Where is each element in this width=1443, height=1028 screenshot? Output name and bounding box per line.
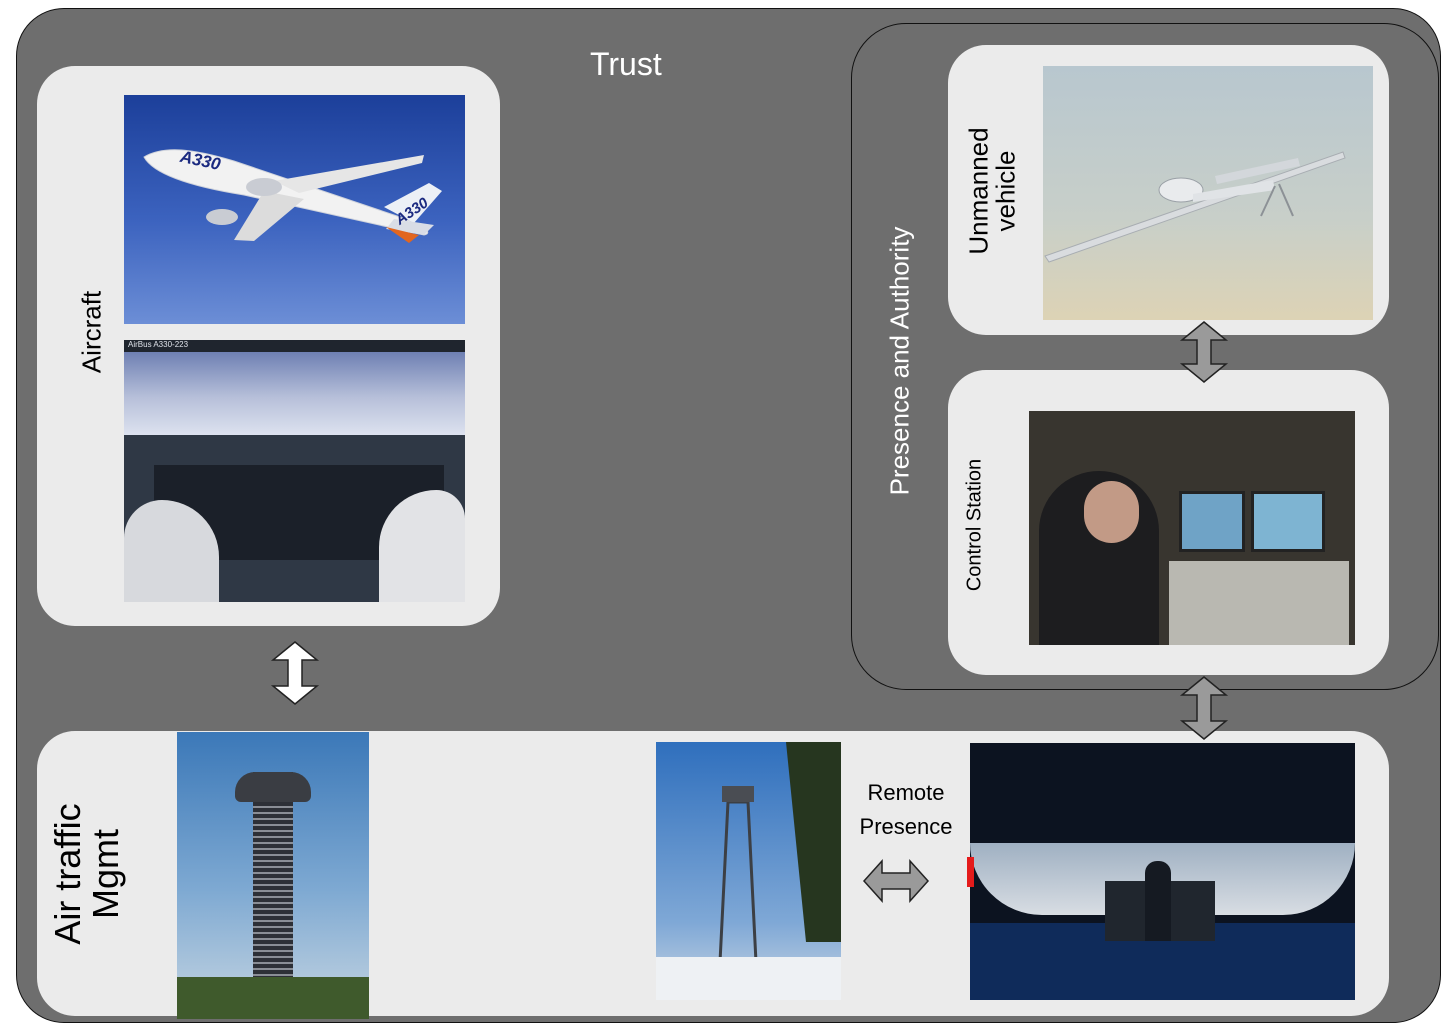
control-tower-photo [177,732,369,1019]
drone-illustration [1044,151,1346,263]
vehicle-station-arrow [1179,321,1229,383]
remote-presence-arrow [862,859,930,903]
remote-tower-center-photo [970,743,1355,1000]
airplane-illustration [143,149,442,243]
remote-label-line2: Presence [859,814,953,840]
unmanned-label-line1: Unmanned [963,127,994,255]
presence-authority-group: Presence and Authority [851,23,1439,690]
cockpit-frame-top [124,340,465,352]
operator-figure [1145,861,1171,941]
remote-label-line1: Remote [867,780,945,805]
unmanned-label-line2: vehicle [991,150,1021,232]
unmanned-vehicle-label: Unmanned vehicle [963,127,1021,255]
red-marker [967,857,974,887]
cockpit-photo-caption: AirBus A330-223 [128,340,189,349]
tower-cab [235,772,311,802]
tower-trees [177,977,369,1019]
cockpit-photo: AirBus A330-223 [124,340,465,602]
aircraft-atm-arrow [270,641,320,705]
drone-photo [1043,66,1373,320]
aircraft-label: Aircraft [76,290,107,374]
presence-authority-label: Presence and Authority [884,226,915,496]
tower-shaft [253,772,293,982]
air-traffic-mgmt-label: Air traffic Mgmt [47,803,126,945]
airplane-photo: A330 A330 [124,95,465,324]
atm-label-line2: Mgmt [85,829,126,919]
station-console [1169,561,1349,645]
control-station-label: Control Station [963,458,986,592]
station-monitor-2 [1251,491,1325,552]
atm-label-line1: Air traffic [47,803,89,945]
trust-title: Trust [590,46,662,82]
remote-mast-photo [656,742,841,1000]
pilot-arm-right [379,490,465,602]
station-atm-arrow [1179,676,1229,740]
mast-illustration [656,742,841,1000]
remote-presence-label: Remote Presence [848,776,964,844]
station-monitor-1 [1179,491,1245,552]
cockpit-window-sky [124,340,465,435]
operator-head [1084,481,1139,543]
pilot-arm-left [124,500,219,602]
control-station-photo [1029,411,1355,645]
